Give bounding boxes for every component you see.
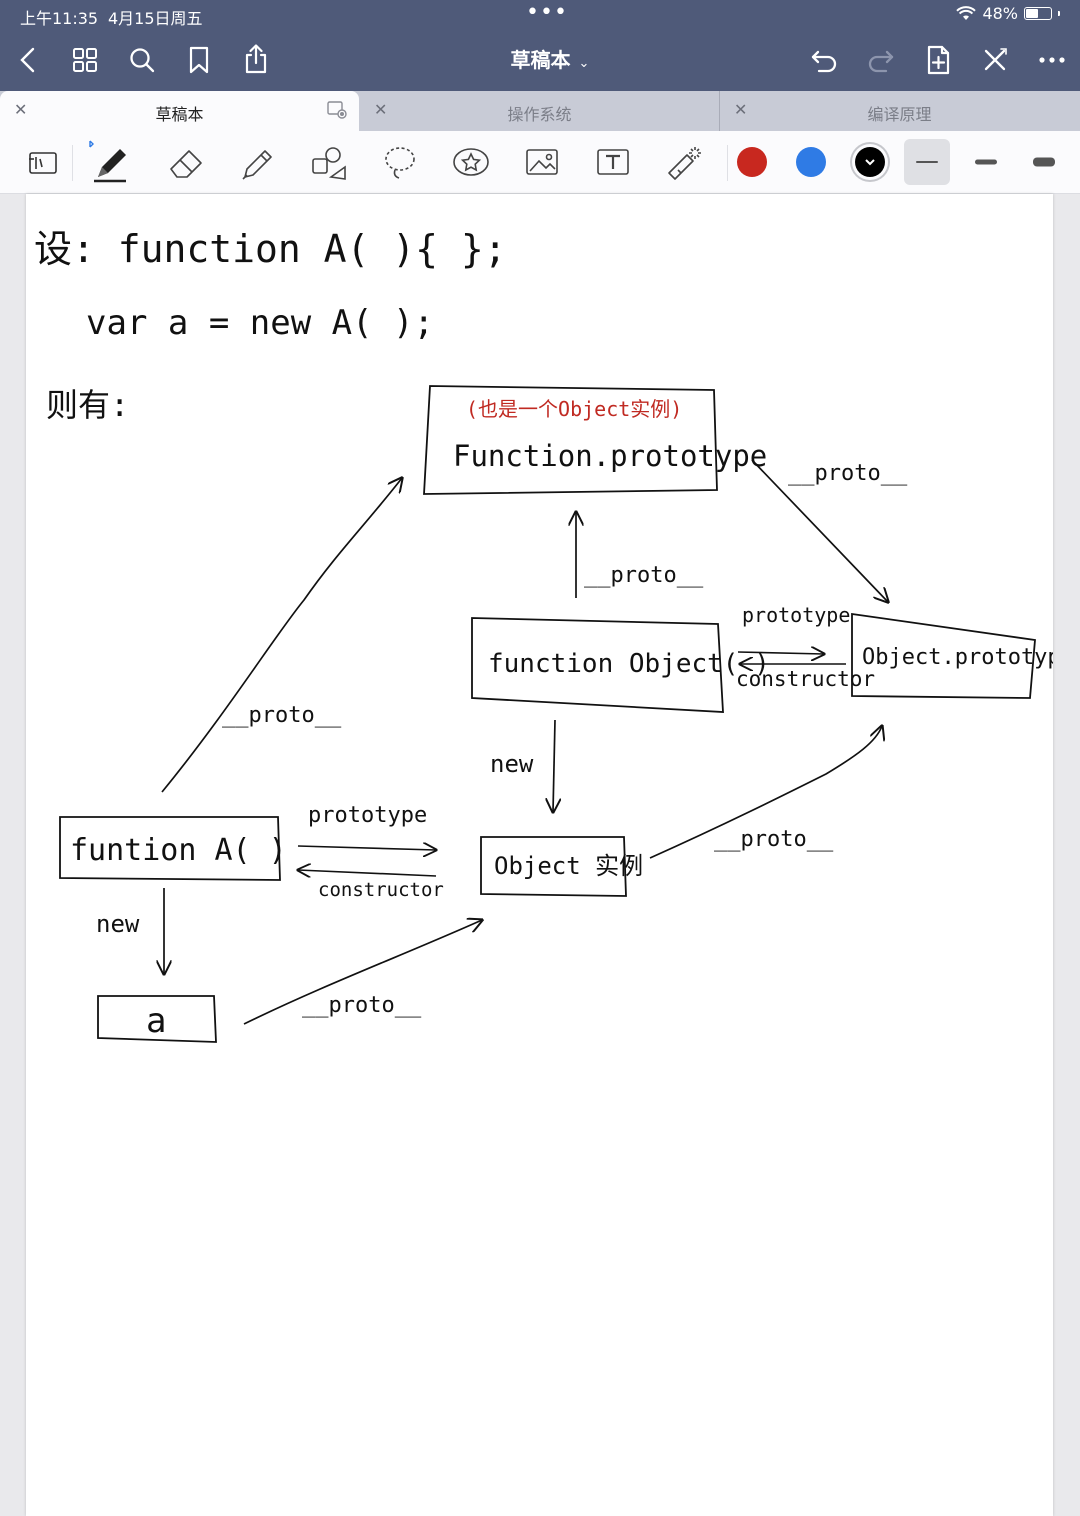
label-proto-instance: __proto__ (714, 827, 834, 852)
close-tab-icon[interactable]: ✕ (374, 100, 388, 119)
arrow-a-prototype (297, 846, 436, 850)
stroke-medium[interactable] (963, 139, 1009, 185)
note-line-1: 设: function A( ){ }; (34, 227, 507, 271)
arrow-a-to-function-prototype (161, 478, 402, 793)
tab-divider (719, 91, 720, 131)
note-line-2: var a = new A( ); (86, 303, 434, 343)
tab-compiler-principles[interactable]: ✕ 编译原理 (720, 91, 1079, 131)
close-tab-icon[interactable]: ✕ (14, 100, 28, 119)
document-title-label: 草稿本 (510, 48, 571, 72)
add-page-icon[interactable] (918, 40, 958, 80)
color-swatch-black[interactable] (855, 147, 885, 177)
top-bar: 上午11:35 4月15日周五 ••• 48% 草稿本 ⌄ (0, 0, 1080, 91)
object-instance-label: Object 实例 (494, 852, 643, 880)
color-swatch-red[interactable] (737, 147, 767, 177)
instance-a-box (97, 995, 217, 1043)
more-icon[interactable] (1032, 40, 1072, 80)
arrow-object-prototype (737, 652, 824, 654)
object-prototype-label: Object.prototype (862, 645, 1053, 670)
function-object-box (471, 617, 724, 713)
tab-bar: ✕ 草稿本 ✕ 操作系统 ✕ 编译原理 (0, 91, 1080, 131)
sticker-icon[interactable] (448, 139, 494, 185)
highlighter-icon[interactable] (235, 139, 281, 185)
arrow-function-prototype-to-object-prototype (751, 459, 888, 602)
stroke-thin[interactable] (904, 139, 950, 185)
label-constructor-top: constructor (736, 667, 875, 691)
eraser-icon[interactable] (163, 139, 209, 185)
function-prototype-label: Function.prototype (453, 439, 767, 473)
grid-icon[interactable] (65, 40, 105, 80)
bookmark-icon[interactable] (179, 40, 219, 80)
chevron-down-icon: ⌄ (578, 56, 590, 71)
document-title[interactable]: 草稿本 ⌄ (470, 44, 630, 73)
status-time: 上午11:35 (20, 9, 99, 28)
pen-icon[interactable] (88, 139, 134, 185)
color-swatch-blue[interactable] (796, 147, 826, 177)
status-indicators: 48% (956, 4, 1060, 23)
undo-icon[interactable] (804, 40, 844, 80)
wifi-icon (956, 5, 977, 20)
back-icon[interactable] (8, 40, 48, 80)
tab-label: 草稿本 (155, 105, 204, 124)
read-mode-icon[interactable] (20, 139, 66, 185)
laser-pointer-icon[interactable] (661, 139, 707, 185)
close-tab-icon[interactable]: ✕ (734, 100, 748, 119)
tab-label: 操作系统 (507, 105, 572, 124)
arrow-a-constructor (298, 870, 437, 876)
status-date: 4月15日周五 (108, 9, 203, 28)
function-a-label: funtion A( ) (70, 833, 287, 868)
battery-percent: 48% (982, 4, 1018, 23)
object-prototype-box (851, 612, 1036, 699)
multitasking-dots[interactable]: ••• (526, 0, 568, 25)
text-icon[interactable] (590, 139, 636, 185)
arrow-instance-to-object-prototype (649, 726, 882, 859)
function-a-box (59, 816, 281, 881)
label-prototype-top: prototype (742, 603, 850, 627)
battery-icon (1024, 7, 1052, 20)
search-icon[interactable] (122, 40, 162, 80)
tab-label: 编译原理 (867, 105, 932, 124)
instance-a-label: a (146, 1001, 166, 1041)
share-icon[interactable] (236, 40, 276, 80)
label-proto-right-top: __proto__ (788, 461, 908, 486)
redo-icon[interactable] (861, 40, 901, 80)
shapes-icon[interactable] (305, 139, 351, 185)
split-view-icon[interactable] (327, 101, 347, 119)
note-line-3: 则有: (46, 386, 129, 424)
object-instance-box (480, 836, 627, 897)
arrow-object-new (553, 719, 555, 812)
tab-operating-system[interactable]: ✕ 操作系统 (360, 91, 719, 131)
chevron-down-icon (865, 159, 875, 166)
tool-bar (0, 131, 1080, 194)
lasso-icon[interactable] (377, 139, 423, 185)
close-writing-icon[interactable] (975, 40, 1015, 80)
arrow-a-to-instance (243, 920, 482, 1025)
label-new-object: new (490, 750, 534, 778)
function-object-label: function Object( ) (488, 649, 770, 679)
function-prototype-box (423, 385, 718, 495)
label-new-a: new (96, 910, 140, 938)
label-prototype-bottom: prototype (308, 803, 427, 828)
image-icon[interactable] (519, 139, 565, 185)
stroke-thick[interactable] (1021, 139, 1067, 185)
handwriting-canvas: 设: function A( ){ }; var a = new A( ); 则… (34, 227, 1053, 1043)
label-proto-a: __proto__ (302, 993, 422, 1018)
label-constructor-bottom: constructor (318, 879, 444, 901)
tab-scratch[interactable]: ✕ 草稿本 (0, 91, 359, 131)
label-proto-center: __proto__ (584, 563, 704, 588)
note-page[interactable]: 设: function A( ){ }; var a = new A( ); 则… (26, 194, 1053, 1516)
function-prototype-note: (也是一个Object实例) (466, 397, 682, 421)
label-proto-left: __proto__ (222, 703, 342, 728)
